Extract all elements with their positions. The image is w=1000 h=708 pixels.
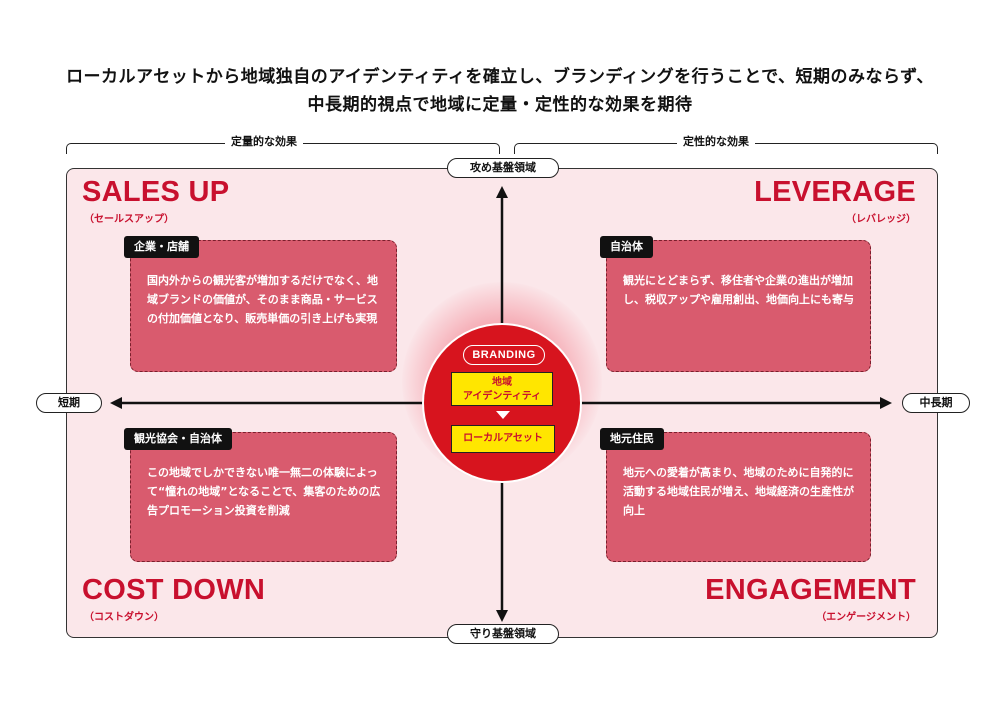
arrow-left-icon xyxy=(110,397,122,409)
title-cost-down: COST DOWN xyxy=(82,574,266,606)
box-engagement: 地元への愛着が高まり、地域のために自発的に活動する地域住民が増え、地域経済の生産… xyxy=(606,432,871,562)
headline-line-2: 中長期的視点で地域に定量・定性的な効果を期待 xyxy=(307,95,693,115)
bracket-label-qualitative: 定性的な効果 xyxy=(677,133,755,149)
box-text-cost-down: この地域でしかできない唯一無二の体験によって“憧れの地域”となることで、集客のた… xyxy=(147,466,381,517)
identity-line-2: アイデンティティ xyxy=(462,391,542,402)
identity-line-1: 地域 xyxy=(492,377,512,388)
axis-label-left: 短期 xyxy=(36,393,102,413)
box-text-leverage: 観光にとどまらず、移住者や企業の進出が増加し、税収アップや雇用創出、地価向上にも… xyxy=(623,274,854,306)
local-asset-box: ローカルアセット xyxy=(451,425,555,453)
subtitle-engagement: （エンゲージメント） xyxy=(816,612,916,623)
axis-label-top: 攻め基盤領域 xyxy=(447,158,559,178)
box-leverage: 観光にとどまらず、移住者や企業の進出が増加し、税収アップや雇用創出、地価向上にも… xyxy=(606,240,871,372)
down-triangle-icon xyxy=(496,411,510,419)
tag-tourism-association: 観光協会・自治体 xyxy=(124,428,232,450)
box-cost-down: この地域でしかできない唯一無二の体験によって“憧れの地域”となることで、集客のた… xyxy=(130,432,397,562)
branding-label: BRANDING xyxy=(463,345,545,365)
box-text-engagement: 地元への愛着が高まり、地域のために自発的に活動する地域住民が増え、地域経済の生産… xyxy=(623,466,854,517)
tag-municipality: 自治体 xyxy=(600,236,653,258)
axis-label-bottom: 守り基盤領域 xyxy=(447,624,559,644)
bracket-label-quantitative: 定量的な効果 xyxy=(225,133,303,149)
arrow-down-icon xyxy=(496,610,508,622)
tag-companies-stores: 企業・店舗 xyxy=(124,236,199,258)
identity-box: 地域 アイデンティティ xyxy=(451,372,553,406)
title-engagement: ENGAGEMENT xyxy=(705,574,916,606)
tag-local-residents: 地元住民 xyxy=(600,428,664,450)
box-text-sales-up: 国内外からの観光客が増加するだけでなく、地域ブランドの価値が、そのまま商品・サー… xyxy=(147,274,378,325)
arrow-up-icon xyxy=(496,186,508,198)
subtitle-sales-up: （セールスアップ） xyxy=(84,214,174,225)
subtitle-cost-down: （コストダウン） xyxy=(84,612,164,623)
subtitle-leverage: （レバレッジ） xyxy=(846,214,916,225)
axis-label-right: 中長期 xyxy=(902,393,970,413)
arrow-right-icon xyxy=(880,397,892,409)
title-leverage: LEVERAGE xyxy=(754,176,916,208)
headline-line-1: ローカルアセットから地域独自のアイデンティティを確立し、ブランディングを行うこと… xyxy=(66,67,934,87)
box-sales-up: 国内外からの観光客が増加するだけでなく、地域ブランドの価値が、そのまま商品・サー… xyxy=(130,240,397,372)
title-sales-up: SALES UP xyxy=(82,176,230,208)
